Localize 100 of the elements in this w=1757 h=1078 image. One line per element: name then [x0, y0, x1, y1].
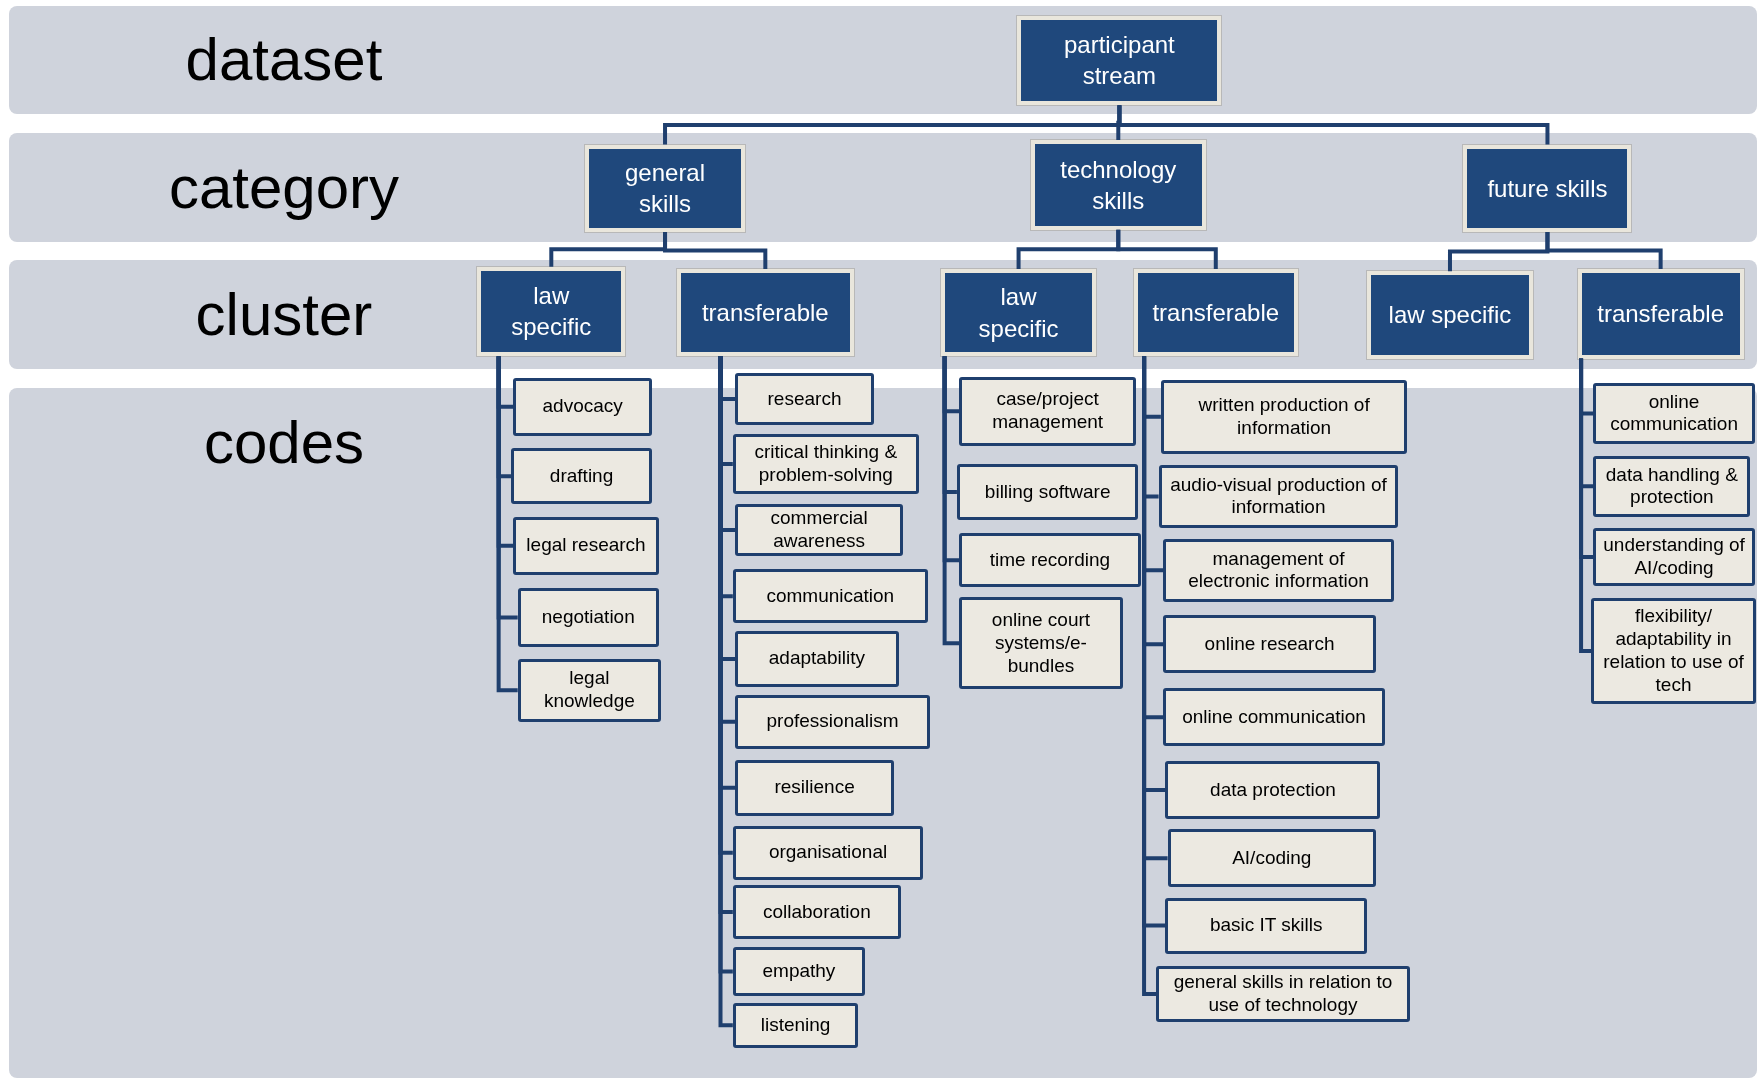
box-label: online research [1204, 632, 1335, 656]
code-box [959, 376, 1137, 446]
code-box [1163, 615, 1376, 674]
cluster-box [1577, 268, 1744, 359]
code-box [1591, 598, 1756, 704]
box-label: negotiation [541, 606, 635, 629]
code-box [517, 658, 662, 722]
box-label: adaptability [768, 647, 865, 671]
level-label: cluster [194, 279, 374, 350]
code-box [1165, 760, 1381, 820]
cluster-box [941, 268, 1096, 357]
code-box [510, 448, 653, 505]
box-label: commercial awareness [769, 507, 869, 553]
code-box [732, 885, 901, 939]
code-box [1163, 688, 1385, 747]
connector-line [663, 231, 768, 269]
box-label: online court systems/e-bundles [990, 608, 1092, 678]
box-label: law specific [977, 282, 1060, 344]
cluster-box [477, 266, 626, 357]
code-box [735, 630, 899, 687]
code-box [513, 516, 659, 575]
box-label: technology skills [1059, 154, 1178, 216]
box-label: audio-visual production of information [1169, 473, 1388, 520]
code-box [735, 694, 930, 749]
code-box [735, 373, 874, 425]
box-label: flexibility/ adaptability in relation to use of tech [1602, 605, 1745, 697]
level-label: dataset [184, 25, 384, 96]
box-label: general skills in relation to use of technology [1172, 971, 1394, 1017]
code-box [517, 588, 659, 647]
code-box [1593, 527, 1755, 587]
box-label: listening [760, 1013, 831, 1037]
box-label: professionalism [766, 710, 899, 733]
code-box [956, 463, 1139, 520]
code-box [732, 946, 866, 997]
box-label: legal research [526, 534, 646, 558]
code-box [732, 825, 924, 880]
cluster-box [1367, 271, 1533, 359]
box-label: AI/coding [1232, 846, 1312, 870]
code-box [732, 569, 928, 623]
level-label: codes [202, 408, 365, 479]
dataset-box [1017, 15, 1222, 106]
level-band [8, 259, 1757, 369]
code-box [1156, 965, 1410, 1022]
box-label: legal knowledge [542, 667, 636, 714]
connector-line [1579, 358, 1592, 654]
code-box [735, 759, 895, 816]
code-box [735, 504, 904, 556]
cluster-box [1133, 268, 1298, 357]
code-box [732, 1002, 859, 1048]
code-box [1160, 379, 1408, 454]
box-label: participant stream [1063, 30, 1176, 92]
box-label: written production of information [1197, 394, 1371, 440]
box-label: resilience [774, 776, 855, 800]
code-box [1593, 456, 1751, 517]
code-box [959, 533, 1141, 588]
box-label: advocacy [542, 395, 623, 419]
box-label: organisational [768, 841, 888, 865]
category-box [584, 144, 746, 232]
box-label: transferable [701, 298, 829, 328]
connector-line [1116, 229, 1218, 269]
box-label: transferable [1152, 298, 1280, 328]
box-label: communication [766, 584, 895, 608]
level-band [8, 133, 1757, 243]
box-label: online communication [1609, 390, 1739, 437]
box-label: understanding of AI/coding [1602, 534, 1746, 580]
category-box [1463, 144, 1632, 232]
code-box [1593, 383, 1755, 444]
category-box [1030, 140, 1206, 230]
cluster-box [676, 268, 854, 357]
box-label: time recording [989, 548, 1111, 572]
box-label: collaboration [762, 900, 871, 924]
connector-line [1545, 231, 1663, 269]
connector-line [942, 356, 960, 646]
box-label: law specific [510, 281, 593, 343]
box-label: billing software [984, 480, 1111, 504]
box-label: general skills [624, 158, 707, 220]
box-label: online communication [1182, 705, 1366, 729]
code-box [1167, 829, 1376, 888]
box-label: management of electronic information [1187, 547, 1370, 594]
level-label: category [167, 153, 400, 224]
connector-line [1117, 105, 1550, 145]
box-label: critical thinking & problem-solving [753, 441, 899, 487]
level-band [8, 5, 1757, 115]
connector-line [1142, 356, 1157, 996]
box-label: data protection [1210, 778, 1336, 802]
code-box [959, 597, 1123, 690]
code-box [732, 433, 919, 495]
box-label: law specific [1388, 300, 1512, 331]
code-box [1163, 538, 1394, 602]
connector-line [496, 356, 518, 693]
box-label: research [767, 387, 842, 411]
box-label: transferable [1597, 299, 1724, 330]
code-box [1165, 897, 1368, 954]
box-label: data handling & protection [1604, 463, 1739, 510]
box-label: future skills [1487, 173, 1608, 204]
box-label: drafting [549, 464, 614, 488]
box-label: empathy [762, 960, 836, 983]
code-box [513, 377, 653, 436]
box-label: case/project management [991, 388, 1105, 435]
box-label: basic IT skills [1209, 914, 1323, 937]
